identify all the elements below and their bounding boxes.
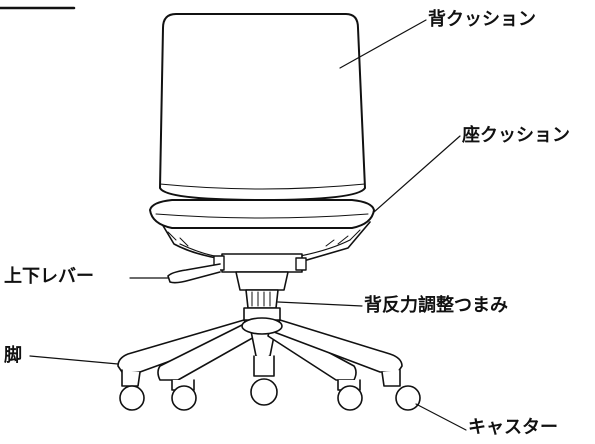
mechanism-side-right [295, 257, 307, 271]
leader-back [339, 19, 427, 69]
caster-3 [250, 355, 278, 406]
label-leg: 脚 [4, 345, 22, 366]
caster-2 [171, 379, 197, 411]
backrest-outline [159, 13, 366, 201]
mechanism-box [221, 253, 303, 273]
label-height-lever: 上下レバー [4, 266, 94, 287]
caster-5 [381, 369, 421, 411]
tension-knob [245, 289, 279, 309]
tension-knob-ridges [251, 291, 271, 307]
label-back-cushion: 背クッション [428, 9, 536, 30]
seat-cushion [149, 199, 375, 229]
base-hub [241, 317, 283, 335]
leader-seat [373, 135, 461, 213]
label-tension-knob: 背反力調整つまみ [364, 295, 508, 316]
height-lever [167, 263, 221, 284]
backrest-inner-edge [159, 183, 366, 190]
seat-frame-ribs [167, 229, 361, 247]
caster-4 [337, 379, 363, 411]
label-seat-cushion: 座クッション [462, 125, 570, 146]
seat-cushion-seam [155, 213, 369, 219]
cylinder-housing [235, 271, 289, 291]
caster-1 [119, 369, 145, 411]
leader-caster [415, 403, 467, 431]
leader-leg [29, 355, 119, 365]
label-caster: キャスター [468, 417, 558, 438]
leader-knob [277, 301, 363, 307]
